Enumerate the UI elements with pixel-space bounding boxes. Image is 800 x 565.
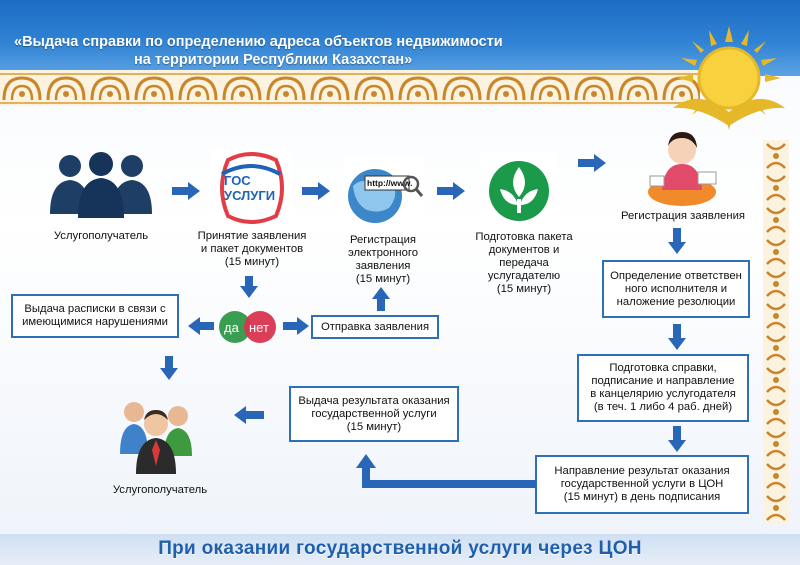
prep-line1: Подготовка пакета [475, 231, 573, 243]
arrow-down-gos [240, 276, 258, 298]
egov-line2: электронного [347, 247, 419, 259]
assign-box: Определение ответствен ного исполнителя … [602, 260, 750, 318]
arrow-right-no [283, 317, 309, 335]
send-label: Отправка заявления [320, 320, 430, 333]
arrow-right-1 [172, 182, 200, 200]
assign-line3: наложение резолюции [616, 295, 736, 308]
arrow-right-4 [578, 154, 606, 172]
accept-line2: и пакет документов [200, 243, 304, 255]
uslugi-text: УСЛУГИ [224, 188, 275, 203]
arrow-left-yes [188, 317, 214, 335]
arrow-down-3 [668, 426, 686, 452]
page-title-line2: на территории Республики Казахстан» [134, 52, 413, 68]
prep-line4: (15 минут) [496, 283, 552, 295]
arrow-down-1 [668, 228, 686, 254]
prep-line2: документов и [488, 244, 560, 256]
arrow-connector-l [356, 454, 536, 488]
people-group-icon [120, 402, 192, 474]
assign-line1: Определение ответствен [610, 269, 742, 282]
egov-label: Регистрация электронного заявления (15 м… [330, 234, 436, 286]
receipt-line1: Выдача расписки в связи с [24, 303, 166, 315]
no-label: нет [249, 320, 269, 335]
arrow-down-2 [668, 324, 686, 350]
side-ornament [763, 140, 789, 524]
prep-label: Подготовка пакета документов и передача … [462, 231, 586, 296]
users-group-icon [50, 152, 152, 218]
sun-eagle-emblem [673, 26, 785, 130]
arrow-down-receipt [160, 356, 178, 380]
yes-label: да [224, 320, 240, 335]
egov-line3: заявления [355, 260, 411, 272]
gos-text: ГОС [224, 173, 251, 188]
direct-result-box: Направление результат оказания государст… [535, 455, 749, 514]
egov-tile [480, 153, 558, 229]
issue-line1: Выдача результата оказания [298, 394, 450, 407]
egov-logo [489, 161, 549, 221]
footer-band [0, 534, 800, 565]
operator-icon [648, 132, 717, 206]
issue-line2: государственной услуги [311, 407, 437, 420]
egov-line4: (15 минут) [355, 273, 411, 285]
arrow-left-issue [234, 406, 264, 424]
arrow-right-3 [437, 182, 465, 200]
recipient-label-top: Услугополучатель [53, 230, 149, 242]
issue-result-box: Выдача результата оказания государственн… [289, 386, 459, 442]
receipt-box: Выдача расписки в связи с имеющимися нар… [11, 294, 179, 338]
egov-line1: Регистрация [349, 234, 417, 246]
www-text: http://www. [367, 178, 412, 188]
cert-line2: подписание и направление [591, 375, 735, 387]
direct-line3: (15 минут) в день подписания [563, 491, 721, 503]
recipient-label-bottom: Услугополучатель [112, 484, 208, 496]
accept-label: Принятие заявления и пакет документов (1… [190, 230, 314, 269]
cert-line4: (в теч. 1 либо 4 раб. дней) [593, 401, 733, 413]
receipt-line2: имеющимися нарушениями [22, 316, 168, 328]
gosuslugi-tile: ГОС УСЛУГИ [210, 150, 292, 226]
cert-line3: в канцелярию услугодателя [590, 388, 736, 400]
arrow-up-send [372, 287, 390, 311]
direct-line1: Направление результат оказания [554, 465, 730, 477]
gosuslugi-logo: ГОС УСЛУГИ [220, 152, 284, 224]
prep-line3: передача услугадателю [487, 257, 561, 282]
accept-line1: Принятие заявления [197, 230, 307, 242]
certificate-box: Подготовка справки, подписание и направл… [577, 354, 749, 422]
cert-line1: Подготовка справки, [609, 362, 717, 374]
header-band [0, 0, 800, 76]
registration-label: Регистрация заявления [620, 210, 746, 222]
ornament-band [0, 70, 700, 106]
issue-line3: (15 минут) [346, 420, 402, 433]
accept-line3: (15 минут) [224, 256, 280, 268]
page-title-line1: «Выдача справки по определению адреса об… [14, 34, 503, 50]
footer-title: При оказании государственной услуги чере… [158, 538, 642, 559]
globe-icon: http://www. [348, 169, 424, 223]
direct-line2: государственной услуги в ЦОН [560, 478, 724, 490]
yes-no-decision: да нет [219, 311, 276, 343]
arrow-right-2 [302, 182, 330, 200]
globe-tile: http://www. [343, 156, 424, 230]
assign-line2: ного исполнителя и [624, 282, 728, 295]
send-box: Отправка заявления [311, 315, 439, 339]
